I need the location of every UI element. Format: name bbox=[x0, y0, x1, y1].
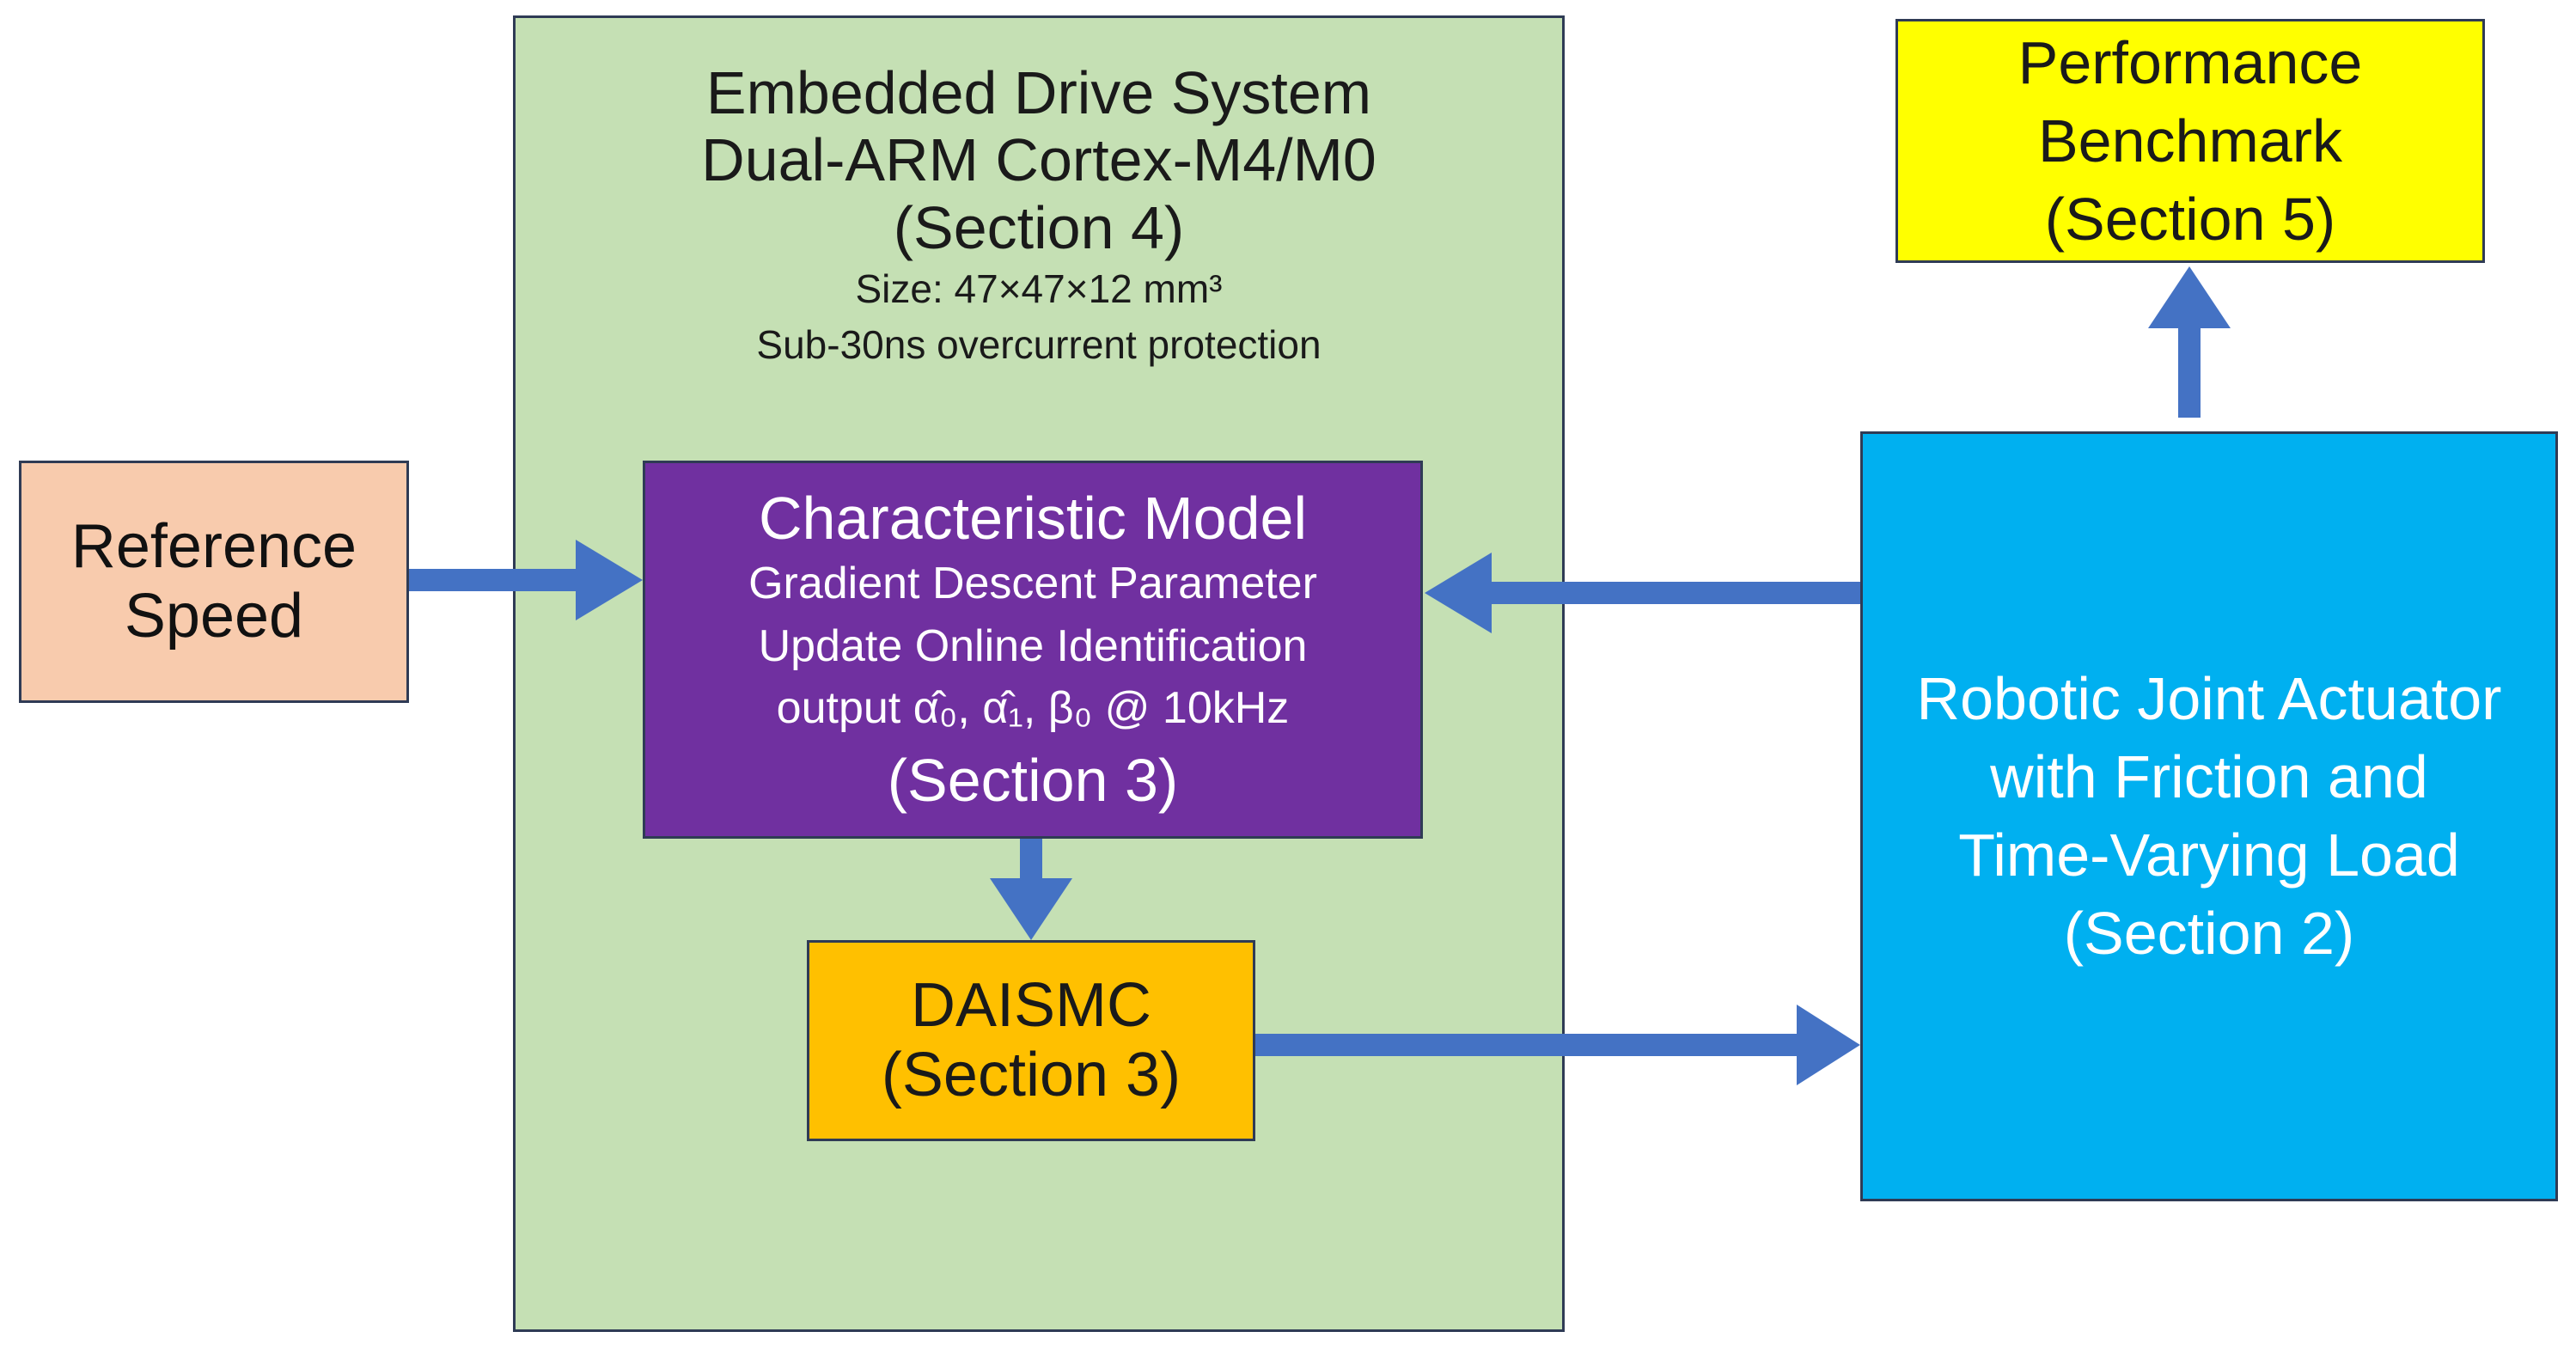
benchmark-line1: Performance bbox=[2017, 28, 2363, 96]
daismc-section: (Section 3) bbox=[881, 1041, 1181, 1109]
embedded-section: (Section 4) bbox=[893, 193, 1185, 261]
characteristic-model-line3: output α̂₀, α̂₁, β₀ @ 10kHz bbox=[776, 683, 1290, 734]
reference-line2: Speed bbox=[124, 582, 304, 651]
robotic-joint-actuator-block: Robotic Joint Actuator with Friction and… bbox=[1860, 431, 2558, 1201]
characteristic-model-block: Characteristic Model Gradient Descent Pa… bbox=[643, 461, 1423, 839]
daismc-block: DAISMC (Section 3) bbox=[807, 940, 1255, 1141]
benchmark-line2: Benchmark bbox=[2037, 107, 2343, 174]
arrow-model-to-daismc bbox=[990, 839, 1072, 940]
actuator-line2: with Friction and bbox=[1990, 743, 2428, 810]
characteristic-model-section: (Section 3) bbox=[887, 747, 1179, 815]
embedded-title-line2: Dual-ARM Cortex-M4/M0 bbox=[701, 126, 1377, 194]
arrow-daismc-to-actuator bbox=[1255, 1005, 1860, 1085]
characteristic-model-line2: Update Online Identification bbox=[758, 620, 1308, 671]
actuator-line3: Time-Varying Load bbox=[1958, 822, 2460, 889]
embedded-title-line1: Embedded Drive System bbox=[705, 59, 1372, 126]
reference-line1: Reference bbox=[70, 512, 357, 582]
characteristic-model-title: Characteristic Model bbox=[759, 485, 1307, 553]
reference-speed-block: Reference Speed bbox=[19, 461, 409, 703]
actuator-section: (Section 2) bbox=[2063, 900, 2355, 967]
actuator-line1: Robotic Joint Actuator bbox=[1916, 665, 2502, 732]
benchmark-section: (Section 5) bbox=[2044, 185, 2336, 253]
performance-benchmark-block: Performance Benchmark (Section 5) bbox=[1895, 19, 2485, 263]
daismc-title: DAISMC bbox=[910, 971, 1152, 1041]
embedded-size: Size: 47×47×12 mm³ bbox=[855, 266, 1223, 312]
arrow-reference-to-model bbox=[409, 540, 643, 620]
embedded-protection: Sub-30ns overcurrent protection bbox=[756, 321, 1322, 367]
arrow-actuator-to-benchmark bbox=[2148, 266, 2231, 418]
arrow-actuator-to-model bbox=[1425, 553, 1860, 633]
characteristic-model-line1: Gradient Descent Parameter bbox=[748, 558, 1317, 608]
